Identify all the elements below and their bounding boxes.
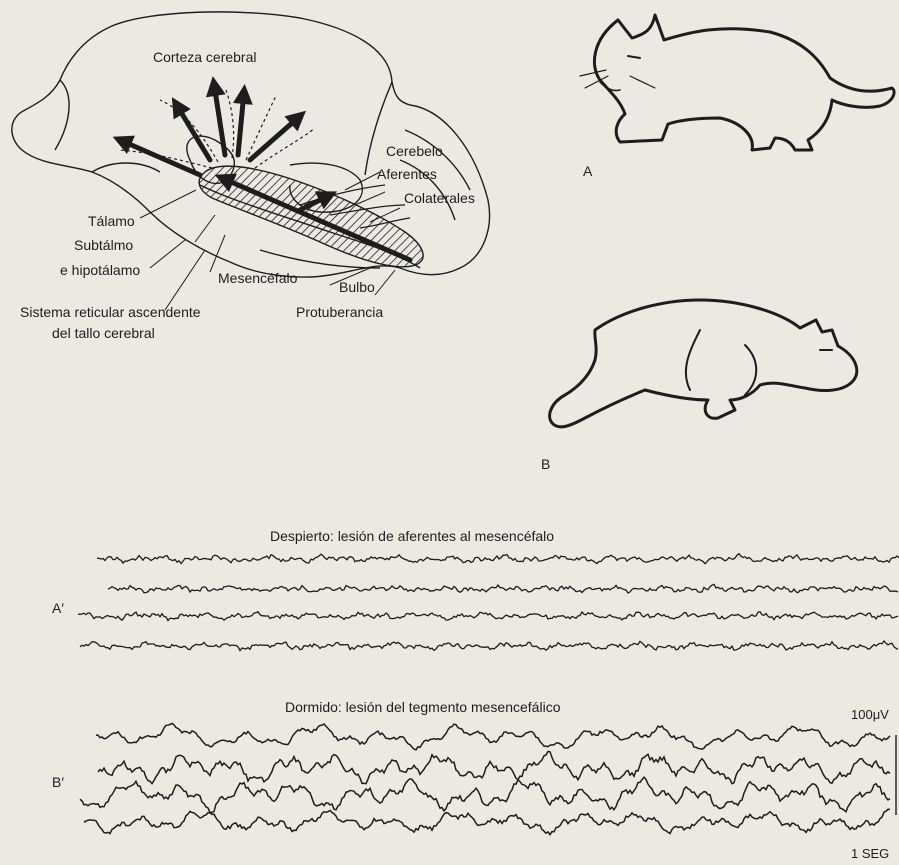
label-cat-a: A: [583, 163, 592, 179]
label-mesencefalo: Mesencéfalo: [218, 270, 297, 286]
eeg-trace-sleep-1: [96, 723, 890, 749]
scale-time-label: 1 SEG: [851, 846, 889, 862]
label-talamo: Tálamo: [88, 213, 135, 229]
label-hipotalamo: e hipotálamo: [60, 262, 140, 278]
eeg-trace-awake-2: [108, 584, 898, 593]
cerebellum-divider: [365, 82, 392, 175]
cat-awake: [580, 15, 894, 150]
label-cerebelo: Cerebelo: [386, 143, 443, 159]
label-bulbo: Bulbo: [339, 279, 375, 295]
frontal-lobe-line: [55, 80, 69, 150]
eeg-trace-awake-4: [80, 641, 898, 651]
eeg-trace-awake-3: [78, 612, 898, 621]
label-sistema-reticular: Sistema reticular ascendente: [20, 304, 201, 320]
eeg-title-sleeping: Dormido: lesión del tegmento mesencefáli…: [285, 699, 560, 715]
label-subtalamo: Subtálmo: [74, 237, 133, 253]
label-cat-b: B: [541, 456, 550, 472]
label-aferentes: Aferentes: [377, 166, 437, 182]
label-colaterales: Colaterales: [404, 190, 475, 206]
eeg-traces: [78, 554, 899, 835]
label-protuberancia: Protuberancia: [296, 304, 383, 320]
eeg-trace-sleep-3: [80, 777, 890, 812]
eeg-label-b-prime: B′: [52, 774, 64, 790]
cat-sleeping: [550, 300, 857, 427]
eeg-trace-awake-1: [97, 554, 899, 564]
eeg-trace-sleep-2: [98, 752, 890, 784]
eeg-trace-sleep-4: [84, 809, 890, 834]
eeg-title-awake: Despierto: lesión de aferentes al mesenc…: [270, 528, 554, 544]
scale-voltage-label: 100μV: [851, 707, 889, 723]
temporal-lobe-line: [92, 163, 160, 172]
label-corteza-cerebral: Corteza cerebral: [153, 49, 257, 65]
label-tallo-cerebral: del tallo cerebral: [52, 325, 155, 341]
eeg-label-a-prime: A′: [52, 600, 64, 616]
